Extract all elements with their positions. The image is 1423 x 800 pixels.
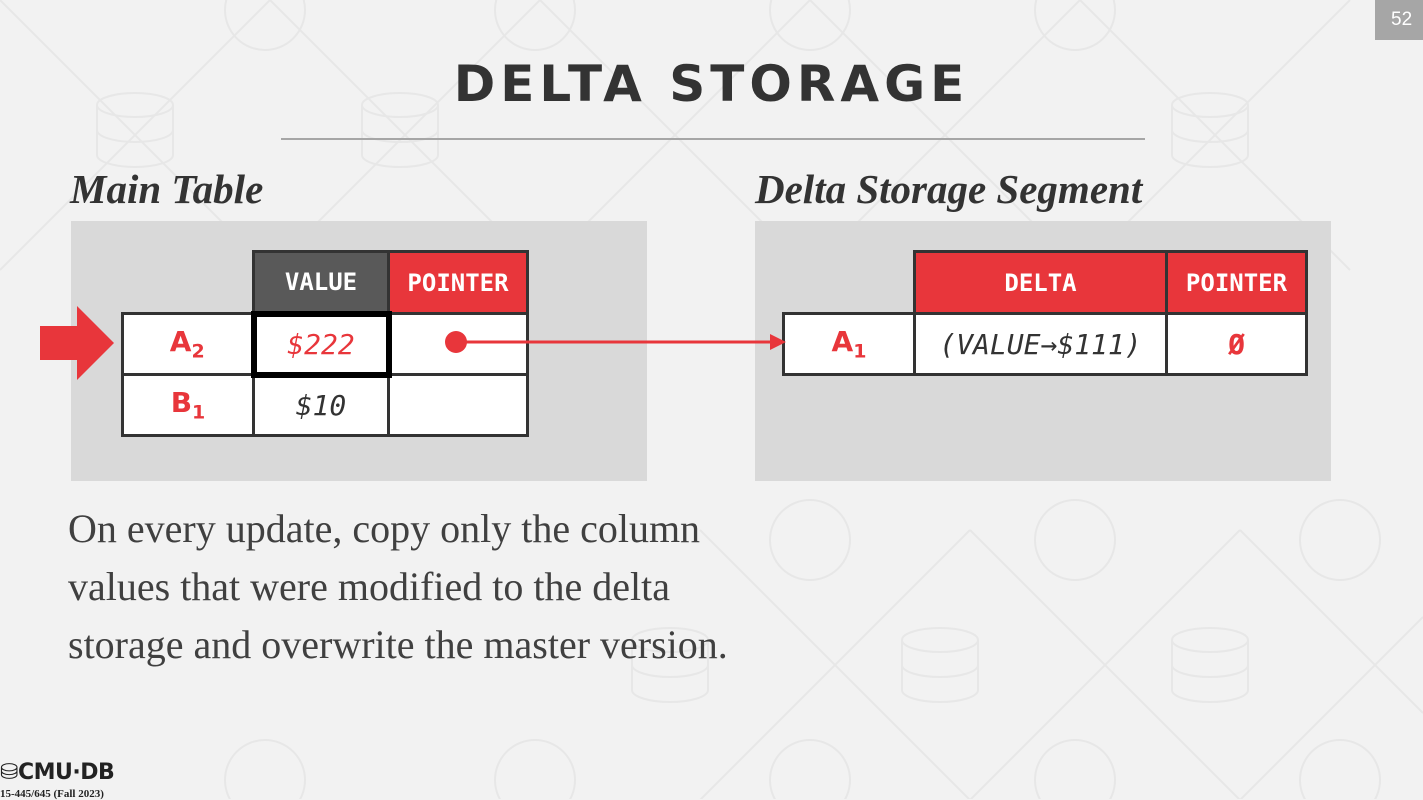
row-label: B1 (121, 373, 255, 437)
row-label: A1 (782, 312, 916, 376)
course-label: 15-445/645 (Fall 2023) (0, 788, 104, 800)
column-header-value: VALUE (252, 250, 390, 315)
value-cell-highlighted: $222 (250, 310, 392, 378)
delta-segment-label: Delta Storage Segment (755, 166, 1143, 212)
slide-number: 52 (1375, 0, 1423, 40)
title-divider (281, 138, 1145, 140)
column-header-delta: DELTA (913, 250, 1168, 315)
column-header-pointer: POINTER (387, 250, 529, 315)
table-row: A2 $222 (121, 310, 529, 378)
main-table-label: Main Table (70, 166, 264, 212)
cmu-db-logo: ⛁CMU·DB (0, 760, 115, 785)
pointer-cell (387, 312, 529, 376)
delta-table: DELTA POINTER A1 (VALUE→$111) Ø (782, 250, 1308, 376)
column-header-pointer: POINTER (1165, 250, 1308, 315)
main-table: VALUE POINTER A2 $222 B1 $10 (121, 250, 529, 437)
null-pointer-cell: Ø (1165, 312, 1308, 376)
table-row: B1 $10 (121, 373, 529, 437)
delta-cell: (VALUE→$111) (913, 312, 1168, 376)
database-icon: ⛁ (0, 760, 18, 785)
slide-title: DELTA STORAGE (453, 55, 970, 113)
value-cell: $10 (252, 373, 390, 437)
row-label: A2 (121, 312, 255, 376)
pointer-cell (387, 373, 529, 437)
body-text: On every update, copy only the column va… (68, 506, 728, 667)
table-row: A1 (VALUE→$111) Ø (782, 312, 1308, 376)
